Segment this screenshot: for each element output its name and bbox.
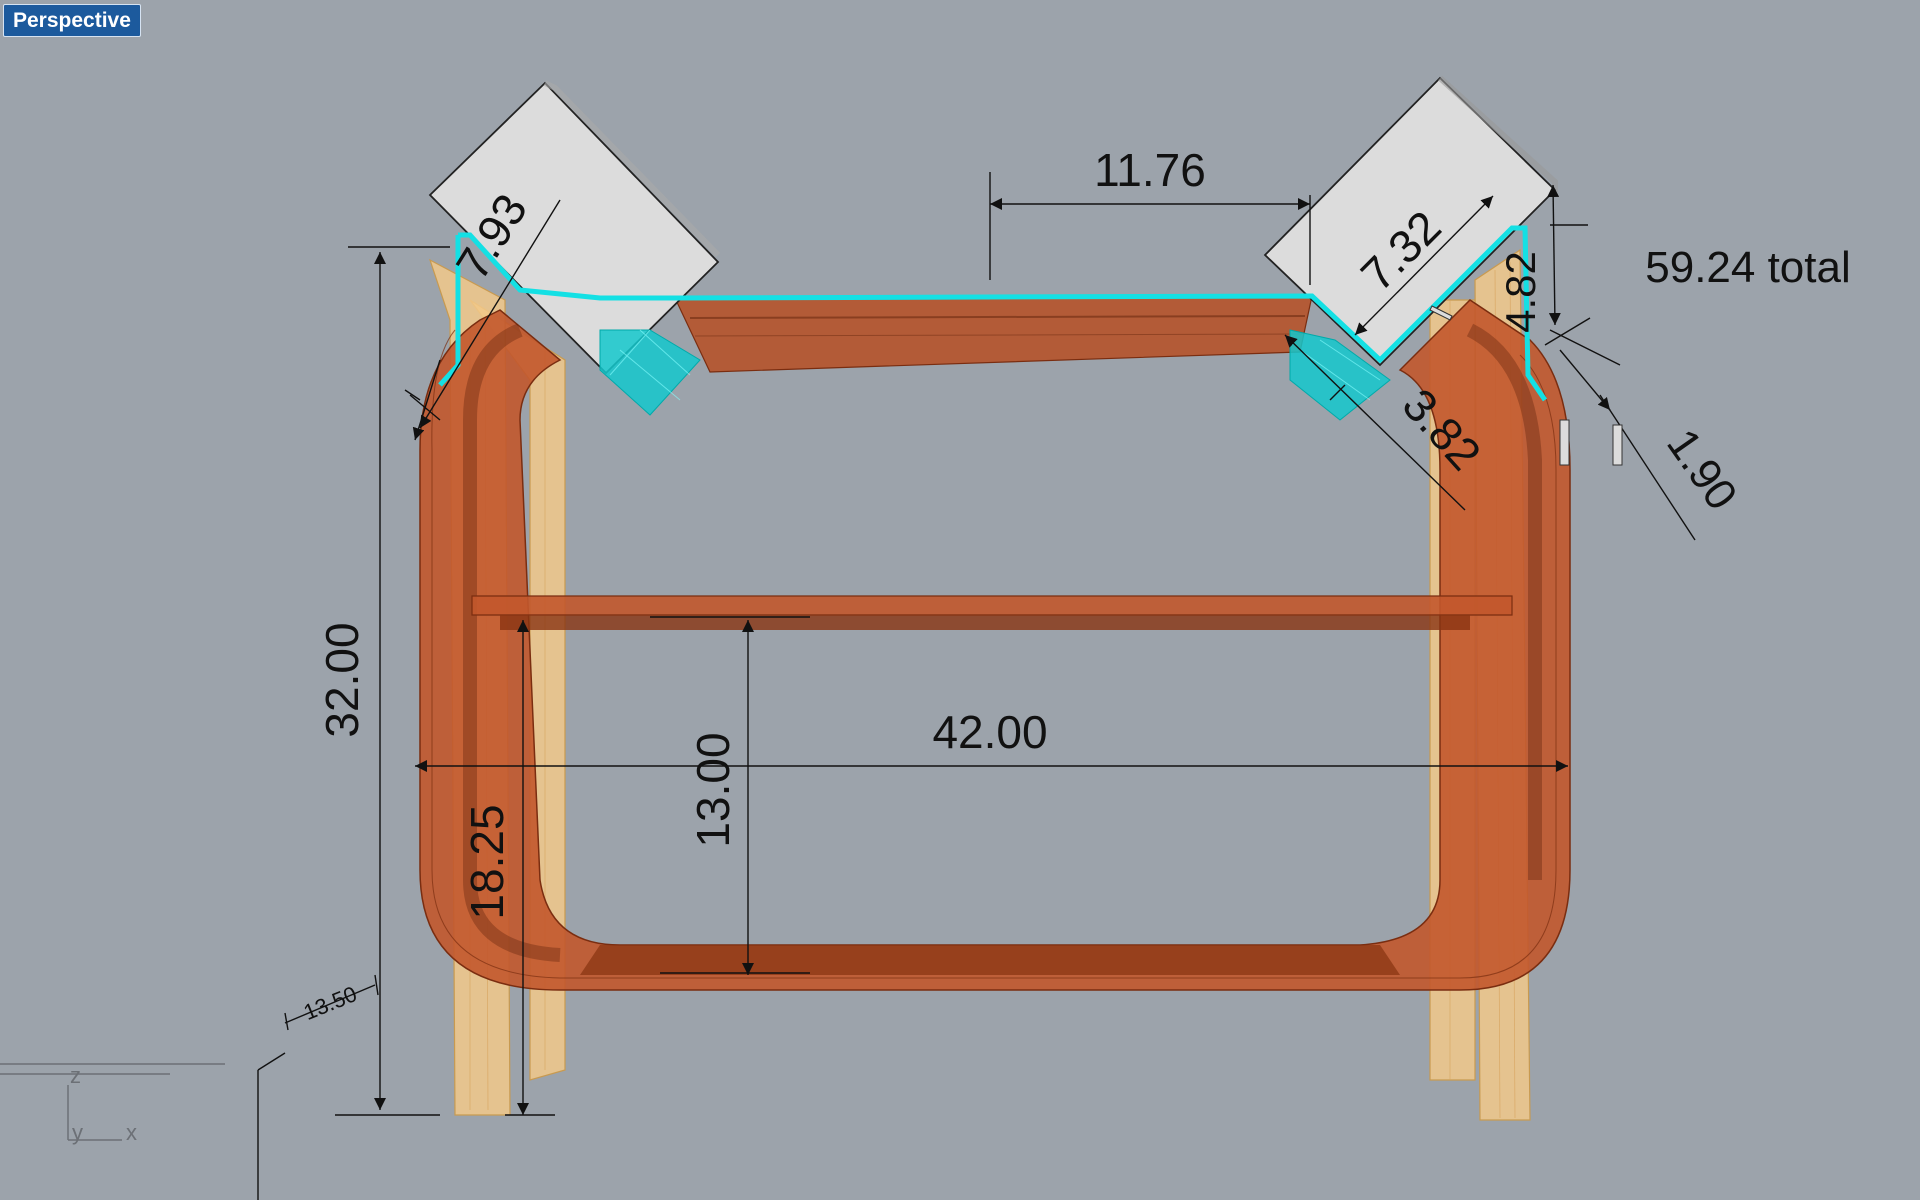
bottom-rail: [580, 945, 1400, 975]
middle-shelf: [471, 595, 1513, 616]
axis-z-label: z: [70, 1063, 81, 1088]
dim-side-left: 4.82: [1497, 251, 1544, 333]
small-details: [1429, 305, 1623, 466]
viewport-title-tab[interactable]: Perspective: [3, 4, 141, 37]
frame-outer: [419, 299, 1571, 991]
dim-top-span: 11.76: [1094, 144, 1206, 196]
dim-height-total: 32.00: [316, 622, 368, 737]
axes-indicator: z y x: [0, 1063, 225, 1145]
dim-leg-height: 18.25: [461, 804, 513, 919]
orange-frame[interactable]: [419, 295, 1571, 991]
dim-shelf-height: 13.00: [687, 732, 739, 847]
total-note: 59.24 total: [1645, 243, 1851, 292]
dim-base-offset: 13.50: [300, 981, 360, 1025]
axis-x-label: x: [126, 1120, 137, 1145]
dimension-lines: [257, 172, 1696, 1200]
dim-width-total: 42.00: [932, 706, 1047, 758]
axis-y-label: y: [72, 1120, 83, 1145]
cyan-selection[interactable]: [438, 225, 1548, 421]
